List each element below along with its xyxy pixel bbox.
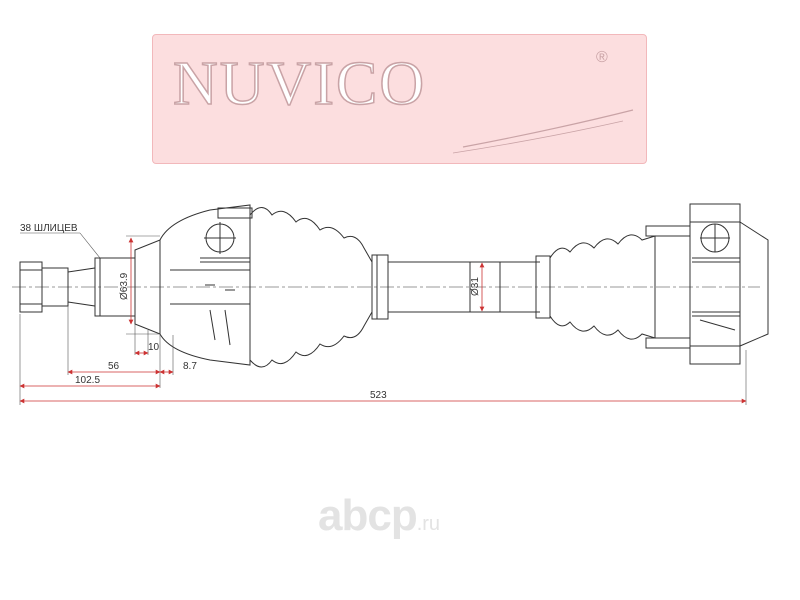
watermark-suffix: .ru <box>416 513 441 535</box>
splines-label: 38 ШЛИЦЕВ <box>20 223 78 234</box>
outer-cv-joint <box>159 204 251 366</box>
brand-logo-banner: NUVICO ® <box>152 34 647 164</box>
dimension-102-5-label: 102.5 <box>75 375 100 386</box>
watermark-main: abcp <box>318 491 418 540</box>
registered-mark: ® <box>596 49 608 66</box>
site-watermark: abcp.ru <box>318 494 440 538</box>
logo-swoosh <box>452 109 634 154</box>
outer-diameter-label: Ø63.9 <box>119 272 130 300</box>
dimension-56-label: 56 <box>108 361 120 372</box>
dimension-8-7-label: 8.7 <box>183 361 197 372</box>
dimension-523-label: 523 <box>370 390 387 401</box>
brand-logo-text: NUVICO <box>172 50 427 118</box>
shaft-diameter-label: Ø31 <box>470 277 481 296</box>
dimension-10-label: 10 <box>148 342 160 353</box>
